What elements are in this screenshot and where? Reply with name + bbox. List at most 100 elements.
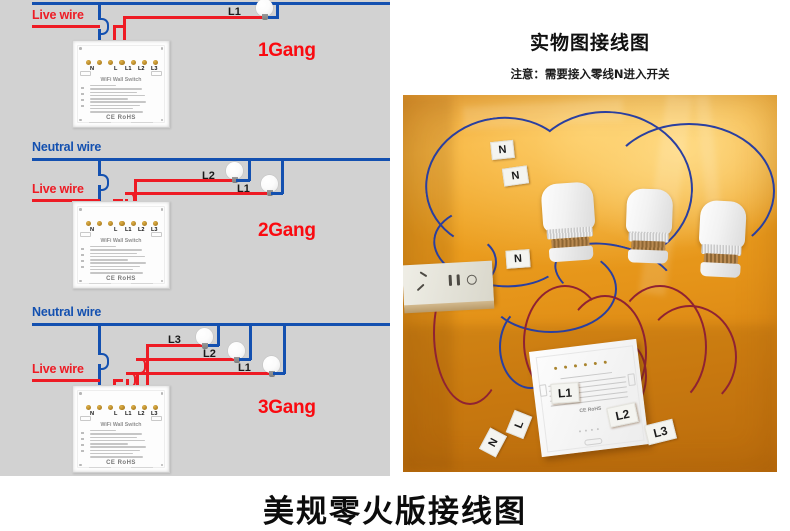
- photo-bulb-3: [697, 199, 747, 278]
- switch-brand-text: WiFi Wall Switch: [100, 77, 142, 83]
- terminal-label-L2: L2: [138, 66, 145, 72]
- terminal-label-L2: L2: [138, 411, 145, 417]
- L3-return-riser-3: [217, 323, 220, 346]
- terminal-label-L1: L1: [125, 411, 132, 417]
- neutral-bus-3: [32, 323, 390, 326]
- wall-switch-device-3: N L L1 L2 L3 WiFi Wall Switch CE RoHS: [72, 385, 170, 473]
- switch-terminal-labels: N L L1 L2 L3: [81, 66, 161, 74]
- switch-terminal-labels: N L L1 L2 L3: [81, 411, 161, 419]
- wall-switch-device-2: N L L1 L2 L3 WiFi Wall Switch CE RoHS: [72, 201, 170, 289]
- switch-brand-text: WiFi Wall Switch: [100, 422, 142, 428]
- live-wire-label-2: Live wire: [32, 182, 84, 196]
- L2-return-riser-2: [248, 158, 251, 181]
- real-photo-panel: 实物图接线图 注意：需要接入零线N进入开关: [390, 0, 790, 476]
- terminal-label-N: N: [90, 411, 95, 417]
- L2-riser-3: [136, 372, 139, 388]
- lamp-label-L1-3: L1: [238, 362, 251, 374]
- L1-return-link-2: [271, 192, 283, 195]
- terminal-label-L3: L3: [151, 411, 158, 417]
- bulb-cap-icon: [261, 14, 268, 20]
- lamp-label-L1-1: L1: [228, 6, 241, 18]
- neutral-drop-bottom-1: [98, 29, 101, 50]
- gang-section-2: Neutral wire Live wire L2: [0, 140, 390, 300]
- L1-return-link-3: [273, 372, 285, 375]
- L1-riser-1: [123, 16, 126, 50]
- photo-bulb-2: [625, 188, 674, 264]
- switch-spec-block: [90, 430, 152, 460]
- photo-tag-N-3: N: [505, 249, 531, 269]
- switch-cert-marks: CE RoHS: [106, 115, 136, 121]
- lamp-label-L1-2: L1: [237, 183, 250, 195]
- bulb-cap-icon: [231, 177, 238, 183]
- terminal-label-N: N: [90, 227, 95, 233]
- L1-run-2: [125, 192, 267, 195]
- neutral-drop-top-2: [98, 158, 101, 176]
- live-bus-3: [32, 379, 100, 382]
- terminal-label-L: L: [114, 66, 118, 72]
- lamp-label-L2-3: L2: [203, 348, 216, 360]
- wire-crossover-jump-2: [98, 174, 109, 191]
- terminal-label-L2: L2: [138, 227, 145, 233]
- bulb-glass-icon: [226, 162, 243, 179]
- neutral-drop-bottom-3: [98, 364, 101, 388]
- terminal-label-L1: L1: [125, 227, 132, 233]
- live-wire-label-1: Live wire: [32, 8, 84, 22]
- L2-run-2: [134, 179, 235, 182]
- bulb-glass-icon: [261, 175, 278, 192]
- lamp-bulb-L3-3: [196, 328, 213, 350]
- switch-cert-marks: CE RoHS: [106, 276, 136, 282]
- photo-tag-N-2: N: [501, 165, 530, 187]
- switch-terminal-labels: N L L1 L2 L3: [81, 227, 161, 235]
- L3-return-link-3: [208, 344, 219, 347]
- photo-tag-L1: L1: [550, 382, 580, 404]
- lamp-bulb-L1-1: [256, 0, 273, 21]
- L1-run-3: [126, 372, 269, 375]
- L2-return-link-2: [236, 179, 250, 182]
- neutral-wire-label-2: Neutral wire: [32, 140, 102, 154]
- bulb-glass-icon: [256, 0, 273, 16]
- live-jog-2: [113, 199, 123, 202]
- wiring-photograph: CE RoHS N N N N L L1 L2 L3: [403, 95, 777, 472]
- L1-run-1: [123, 16, 265, 19]
- lamp-bulb-L1-3: [263, 356, 280, 378]
- photo-wall-switch: CE RoHS: [528, 338, 650, 458]
- lamp-return-L1-1: [276, 2, 279, 19]
- switch-spec-block: [90, 246, 152, 276]
- gang-label-3: 3Gang: [258, 397, 316, 418]
- lamp-bulb-L2-3: [228, 342, 245, 364]
- photo-panel-note: 注意：需要接入零线N进入开关: [510, 67, 670, 81]
- lamp-label-L2-2: L2: [202, 170, 215, 182]
- neutral-bus-1: [32, 2, 390, 5]
- bulb-cap-icon: [233, 357, 240, 363]
- bulb-glass-icon: [228, 342, 245, 359]
- wiring-diagram-panel: Neutral wire Live wire L1 1Gang: [0, 0, 390, 476]
- switch-terminal-row: [86, 59, 158, 66]
- terminal-label-L1: L1: [125, 66, 132, 72]
- neutral-drop-top-1: [98, 2, 101, 20]
- photo-panel-title: 实物图接线图: [529, 32, 650, 54]
- terminal-label-L: L: [114, 411, 118, 417]
- lamp-bulb-L2-2: [226, 162, 243, 184]
- terminal-label-L: L: [114, 227, 118, 233]
- wire-crossover-jump-1: [98, 18, 109, 35]
- photo-bulb-1: [540, 181, 597, 263]
- live-bus-1: [32, 25, 100, 28]
- switch-inner-frame: [77, 45, 165, 123]
- photo-power-socket: [403, 260, 495, 314]
- live-bus-2: [32, 199, 100, 202]
- live-jog-1: [113, 25, 125, 28]
- neutral-drop-bottom-2: [98, 185, 101, 211]
- bottom-title-bar: 美规零火版接线图: [0, 478, 790, 530]
- L1-return-riser-3: [283, 323, 286, 374]
- L2-return-riser-3: [249, 323, 252, 360]
- L2-riser-up-2: [134, 179, 137, 193]
- lamp-return-link-1: [268, 16, 279, 19]
- lamp-bulb-L1-2: [261, 175, 278, 197]
- switch-terminal-row: [86, 404, 158, 411]
- L1-return-riser-2: [281, 158, 284, 194]
- L2-run-3: [136, 358, 239, 361]
- switch-brand-text: WiFi Wall Switch: [100, 238, 142, 244]
- wall-switch-device-1: N L L1 L2 L3 WiFi Wall Switch CE RoHS: [72, 40, 170, 128]
- switch-terminal-row: [86, 220, 158, 227]
